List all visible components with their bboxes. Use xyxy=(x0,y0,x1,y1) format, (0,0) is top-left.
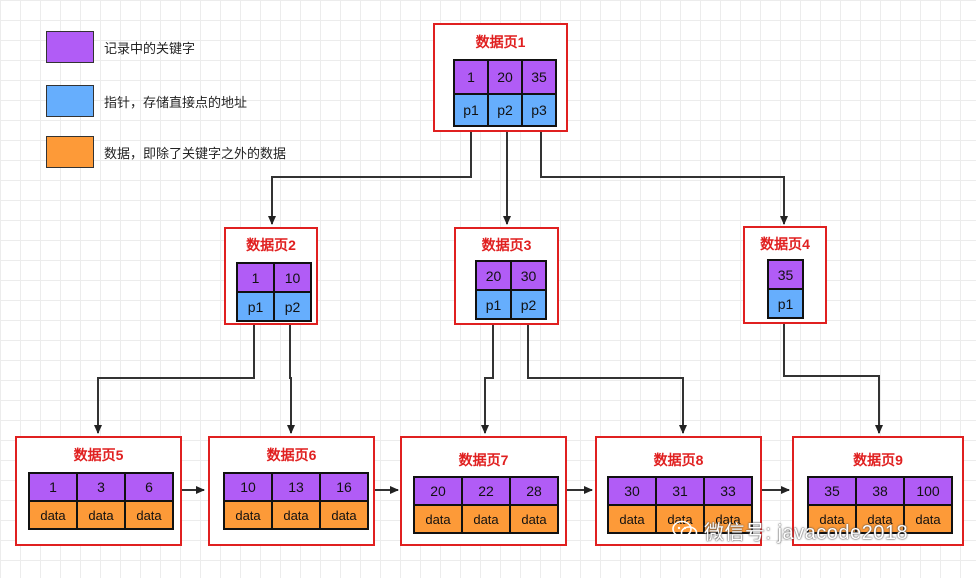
key-cell: 16 xyxy=(320,473,368,501)
key-cell: 10 xyxy=(224,473,272,501)
legend-item-key: 记录中的关键字 xyxy=(46,31,195,63)
key-cell: 1 xyxy=(29,473,77,501)
data-page-6: 数据页6 10 13 16 data data data xyxy=(208,436,375,546)
key-cell: 38 xyxy=(856,477,904,505)
data-page-2-grid: 1 10 p1 p2 xyxy=(236,262,312,322)
data-cell: data xyxy=(462,505,510,533)
pointer-cell: p1 xyxy=(454,94,488,126)
data-cell: data xyxy=(320,501,368,529)
data-cell: data xyxy=(272,501,320,529)
key-cell: 28 xyxy=(510,477,558,505)
pointer-cell: p1 xyxy=(476,290,511,319)
pointer-cell: p1 xyxy=(237,292,274,321)
legend-label-pointer: 指针，存储直接点的地址 xyxy=(104,94,248,110)
data-page-1-grid: 1 20 35 p1 p2 p3 xyxy=(453,59,557,127)
data-page-4: 数据页4 35 p1 xyxy=(743,226,827,324)
key-cell: 35 xyxy=(768,260,803,289)
data-page-4-grid: 35 p1 xyxy=(767,259,804,319)
data-page-3-grid: 20 30 p1 p2 xyxy=(475,260,547,320)
data-cell: data xyxy=(856,505,904,533)
link-p1-p4 xyxy=(540,124,788,225)
data-page-5-grid: 1 3 6 data data data xyxy=(28,472,174,530)
legend-swatch-key xyxy=(46,31,94,63)
key-cell: 3 xyxy=(77,473,125,501)
data-page-4-title: 数据页4 xyxy=(760,236,810,252)
legend-label-key: 记录中的关键字 xyxy=(104,40,196,56)
legend-swatch-pointer xyxy=(46,85,94,117)
key-cell: 33 xyxy=(704,477,752,505)
data-page-2: 数据页2 1 10 p1 p2 xyxy=(224,227,318,325)
link-p3-p7 xyxy=(481,316,494,434)
key-cell: 20 xyxy=(488,60,522,94)
data-page-3-title: 数据页3 xyxy=(481,237,532,253)
key-cell: 1 xyxy=(454,60,488,94)
legend-item-pointer: 指针，存储直接点的地址 xyxy=(46,85,247,117)
link-p4-p9 xyxy=(783,316,883,434)
link-p2-p5 xyxy=(94,319,255,434)
data-page-7-title: 数据页7 xyxy=(458,452,509,468)
data-page-9-title: 数据页9 xyxy=(853,452,903,468)
data-cell: data xyxy=(808,505,856,533)
pointer-cell: p3 xyxy=(522,94,556,126)
watermark: 微信号: javacode2018 xyxy=(672,516,908,545)
key-cell: 35 xyxy=(808,477,856,505)
key-cell: 31 xyxy=(656,477,704,505)
key-cell: 35 xyxy=(522,60,556,94)
data-page-5: 数据页5 1 3 6 data data data xyxy=(15,436,182,546)
data-page-7-grid: 20 22 28 data data data xyxy=(413,476,559,534)
legend-label-data: 数据，即除了关键字之外的数据 xyxy=(104,145,287,161)
pointer-cell: p1 xyxy=(768,289,803,318)
data-page-7: 数据页7 20 22 28 data data data xyxy=(400,436,567,546)
key-cell: 20 xyxy=(476,261,511,290)
data-cell: data xyxy=(224,501,272,529)
pointer-cell: p2 xyxy=(511,290,546,319)
data-cell: data xyxy=(656,505,704,533)
link-p1-p2 xyxy=(268,124,472,225)
data-page-8-title: 数据页8 xyxy=(653,452,704,468)
legend-item-data: 数据，即除了关键字之外的数据 xyxy=(46,136,286,168)
key-cell: 30 xyxy=(511,261,546,290)
pointer-cell: p2 xyxy=(488,94,522,126)
legend-swatch-data xyxy=(46,136,94,168)
data-page-3: 数据页3 20 30 p1 p2 xyxy=(454,227,559,325)
data-cell: data xyxy=(510,505,558,533)
key-cell: 10 xyxy=(274,263,311,292)
data-page-6-grid: 10 13 16 data data data xyxy=(223,472,369,530)
link-p2-p6 xyxy=(287,319,295,434)
key-cell: 22 xyxy=(462,477,510,505)
data-page-1: 数据页1 1 20 35 p1 p2 p3 xyxy=(433,23,568,132)
data-page-9: 数据页9 35 38 100 data data data xyxy=(792,436,964,546)
data-page-1-title: 数据页1 xyxy=(475,34,526,50)
data-cell: data xyxy=(77,501,125,529)
data-page-6-title: 数据页6 xyxy=(266,447,317,463)
data-cell: data xyxy=(125,501,173,529)
watermark-text: 微信号: javacode2018 xyxy=(704,522,909,544)
link-p3-p8 xyxy=(527,316,687,434)
data-page-8-grid: 30 31 33 data data data xyxy=(607,476,753,534)
data-cell: data xyxy=(904,505,952,533)
wechat-icon xyxy=(672,520,698,542)
key-cell: 13 xyxy=(272,473,320,501)
data-page-5-title: 数据页5 xyxy=(73,447,124,463)
key-cell: 100 xyxy=(904,477,952,505)
key-cell: 1 xyxy=(237,263,274,292)
key-cell: 20 xyxy=(414,477,462,505)
data-cell: data xyxy=(704,505,752,533)
key-cell: 6 xyxy=(125,473,173,501)
pointer-cell: p2 xyxy=(274,292,311,321)
data-cell: data xyxy=(608,505,656,533)
data-page-2-title: 数据页2 xyxy=(246,237,296,253)
data-page-9-grid: 35 38 100 data data data xyxy=(807,476,953,534)
data-cell: data xyxy=(414,505,462,533)
data-cell: data xyxy=(29,501,77,529)
key-cell: 30 xyxy=(608,477,656,505)
